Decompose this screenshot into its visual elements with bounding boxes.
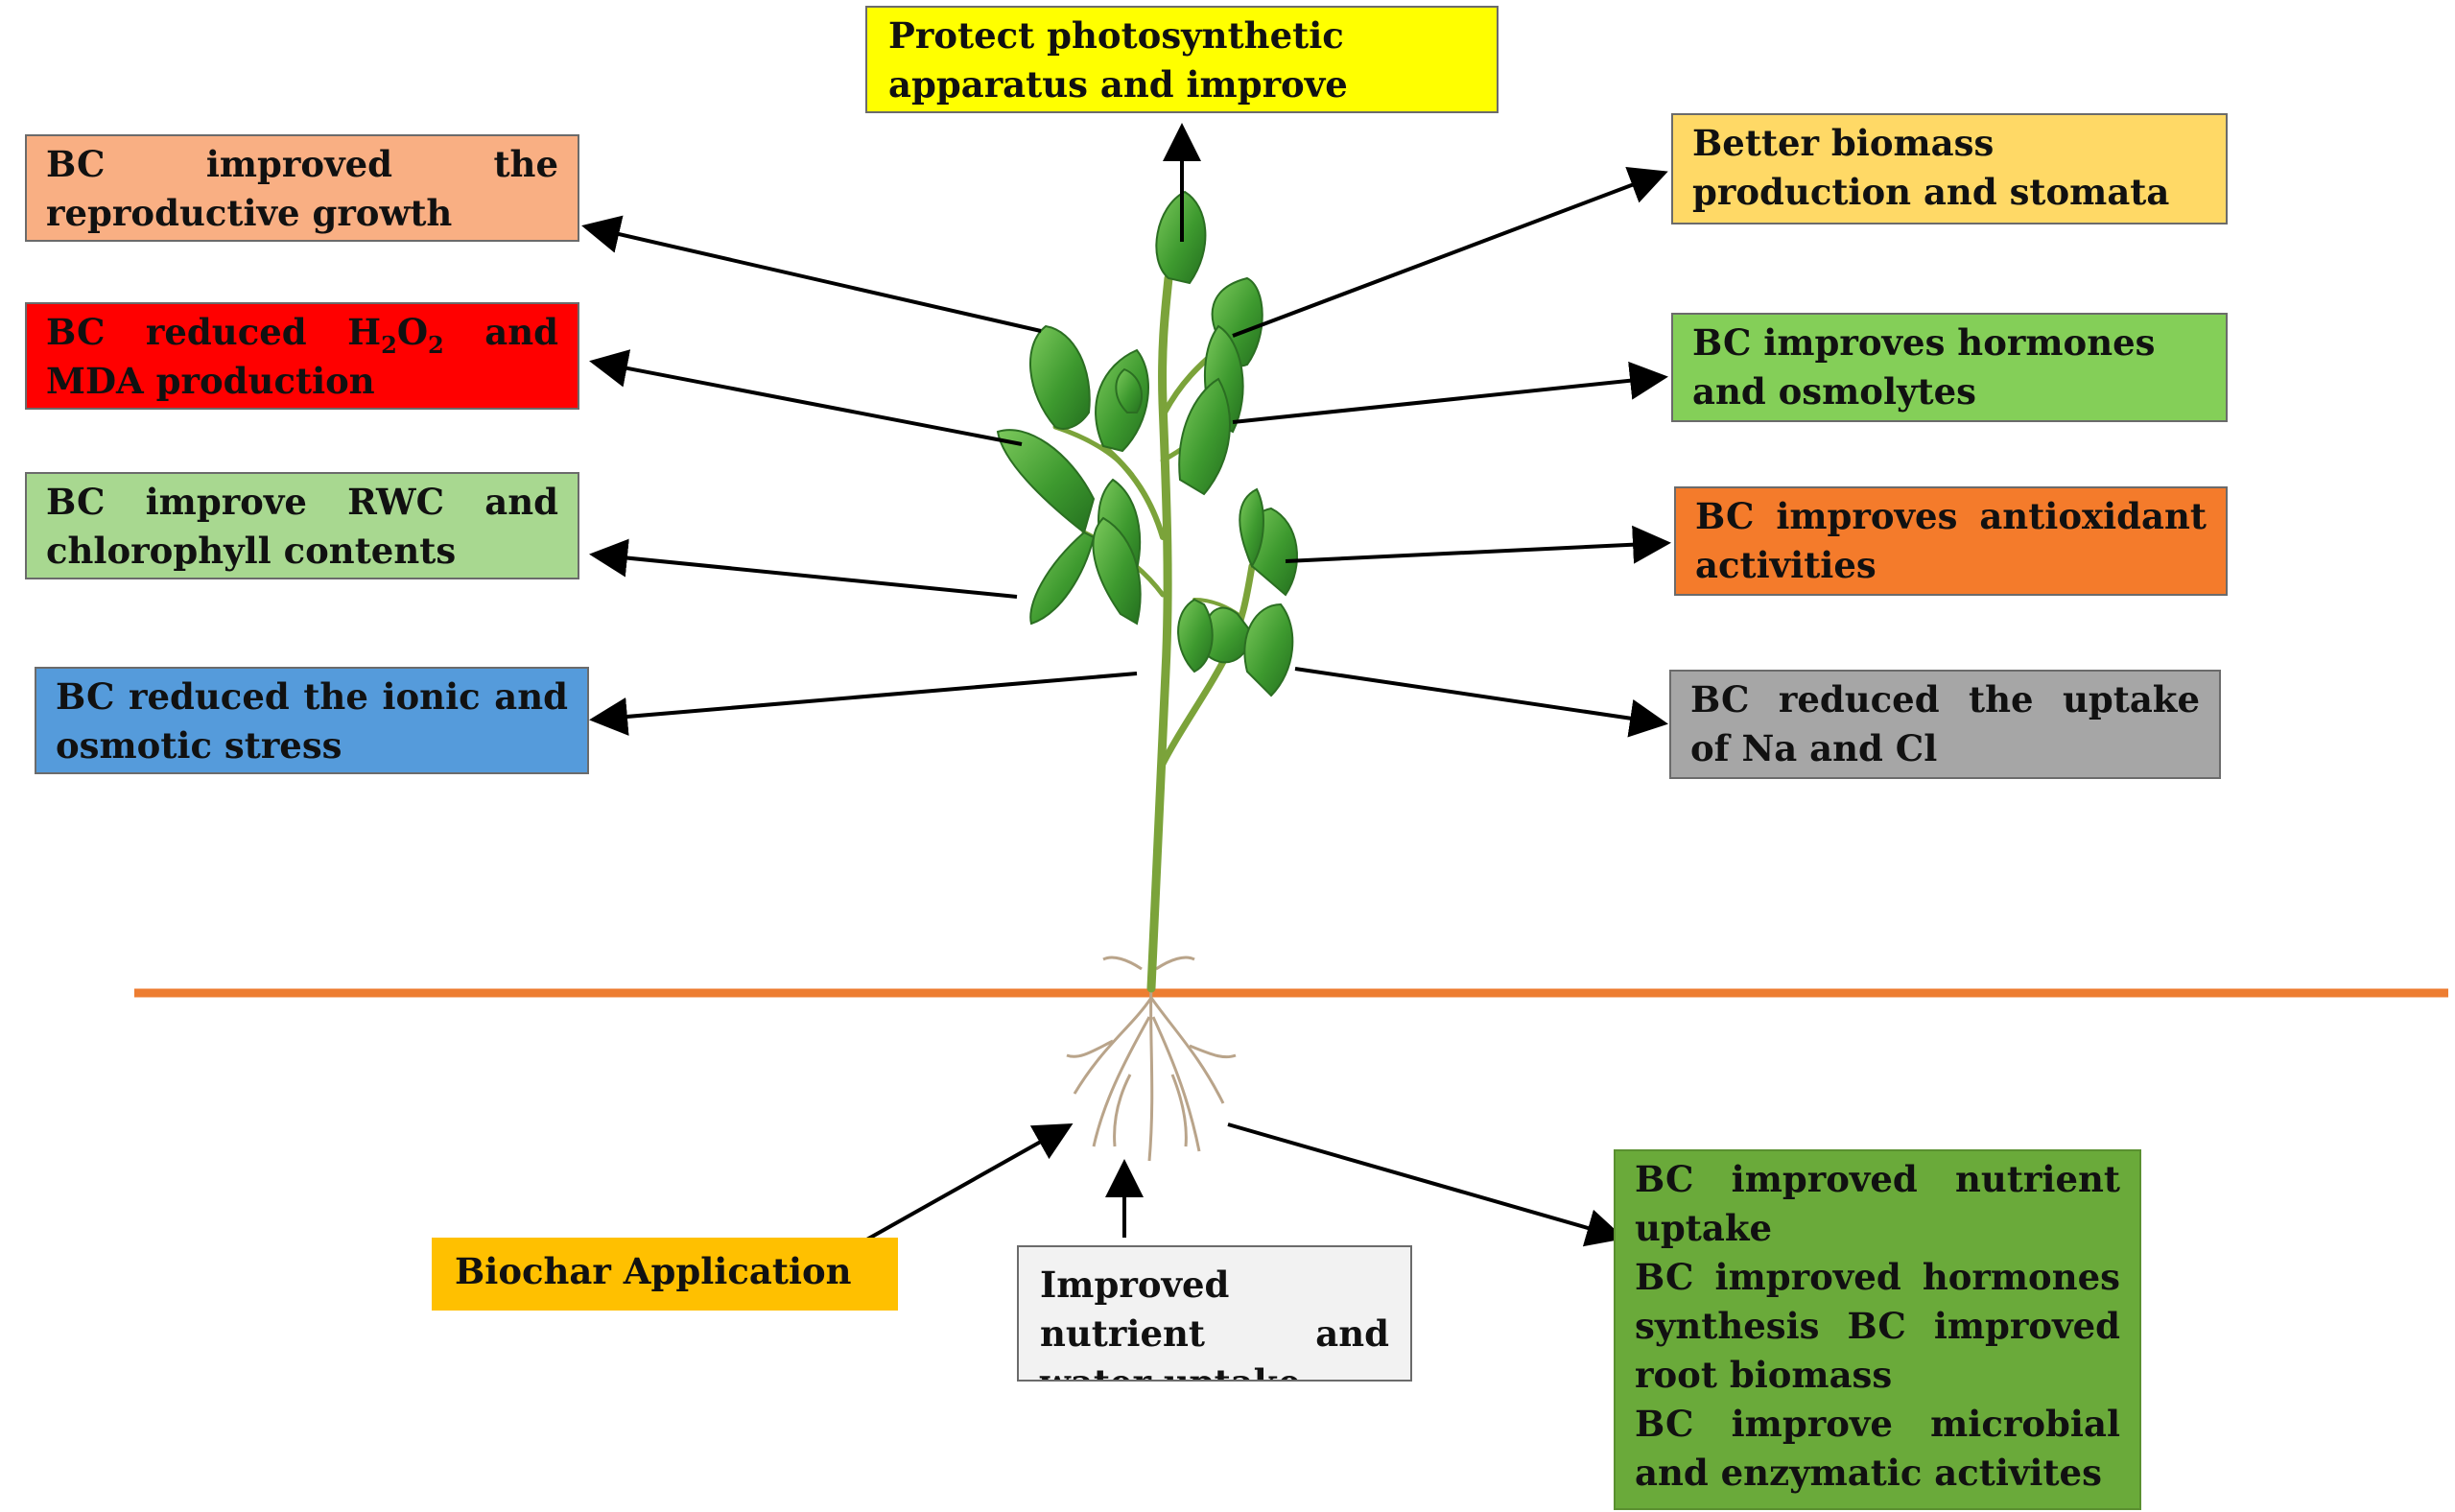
arrow-ionic: [589, 672, 1138, 736]
arrow-antioxidant: [1285, 525, 1671, 564]
root-line-3: BC improve microbial and enzymatic activ…: [1635, 1403, 2120, 1494]
root-line-2: BC improved hormones synthesis BC improv…: [1635, 1256, 2120, 1396]
h2o2-prefix: BC reduced H: [46, 311, 382, 353]
box-biomass: Better biomass production and stomata mo…: [1671, 113, 2228, 224]
arrow-root: [1227, 1122, 1625, 1247]
box-nacl: BC reduced the uptake of Na and Cl: [1669, 670, 2221, 779]
box-rwc: BC improve RWC and chlorophyll contents: [25, 472, 579, 579]
arrow-h2o2: [589, 349, 1023, 446]
arrow-reproductive: [581, 215, 1042, 333]
arrow-hormones: [1232, 361, 1668, 424]
h2o2-sub1: 2: [381, 331, 397, 359]
reproductive-text: BC improved the reproductive growth: [46, 143, 558, 234]
nutrient-water-text: Improved nutrient and water uptake: [1040, 1264, 1389, 1380]
box-nutrient-water: Improved nutrient and water uptake: [1017, 1245, 1412, 1382]
arrow-nacl: [1294, 667, 1668, 738]
root-system: [1066, 956, 1237, 1162]
box-hormones: BC improves hormones and osmolytes accum…: [1671, 313, 2228, 422]
antioxidant-text: BC improves antioxidant activities: [1695, 495, 2207, 586]
arrow-biomass: [1232, 167, 1668, 338]
h2o2-sub2: 2: [428, 331, 444, 359]
rwc-text: BC improve RWC and chlorophyll contents: [46, 481, 558, 572]
box-antioxidant: BC improves antioxidant activities: [1674, 486, 2228, 596]
ionic-text: BC reduced the ionic and osmotic stress: [56, 675, 568, 767]
arrows: [581, 123, 1671, 1261]
box-reproductive: BC improved the reproductive growth: [25, 134, 579, 242]
h2o2-mid: O: [396, 311, 429, 353]
biomass-text: Better biomass production and stomata mo…: [1692, 122, 2170, 223]
plant-leaves: [996, 190, 1298, 697]
box-photosynthesis: Protect photosynthetic apparatus and imp…: [865, 6, 1499, 113]
box-biochar: Biochar Application: [432, 1238, 898, 1311]
hormones-text: BC improves hormones and osmolytes accum…: [1692, 321, 2156, 420]
root-line-1: BC improved nutrient uptake: [1635, 1158, 2120, 1249]
biochar-text: Biochar Application: [455, 1250, 852, 1292]
nacl-text: BC reduced the uptake of Na and Cl: [1690, 678, 2200, 769]
box-root: BC improved nutrient uptake BC improved …: [1614, 1149, 2141, 1510]
box-ionic: BC reduced the ionic and osmotic stress: [35, 667, 589, 774]
arrow-rwc: [589, 538, 1018, 599]
box-h2o2: BC reduced H2O2 and MDA production: [25, 302, 579, 410]
arrow-biochar: [832, 1123, 1074, 1261]
photosynthesis-text: Protect photosynthetic apparatus and imp…: [888, 14, 1348, 106]
h2o2-suffix: and MDA production: [46, 311, 558, 402]
